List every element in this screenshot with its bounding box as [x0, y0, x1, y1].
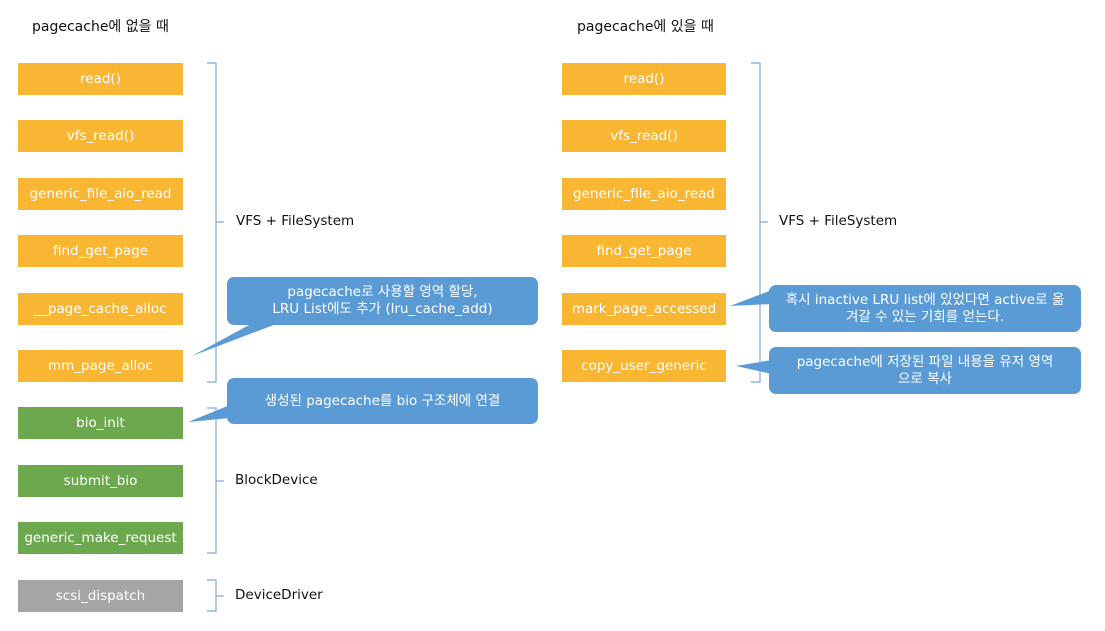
left-func-page-cache-alloc: __page_cache_alloc: [18, 293, 183, 325]
right-func-copy-user-generic: copy_user_generic: [562, 350, 726, 382]
bio-callout: 생성된 pagecache를 bio 구조체에 연결: [227, 378, 538, 424]
mark-callout: 혹시 inactive LRU list에 있었다면 active로 옮 겨갈 …: [769, 285, 1081, 332]
left-driver-bracket: [207, 579, 217, 612]
left-func-generic-make-request: generic_make_request: [18, 522, 183, 554]
left-layer-block-label: BlockDevice: [235, 472, 318, 488]
left-vfs-bracket: [207, 62, 217, 383]
left-layer-driver-label: DeviceDriver: [235, 587, 323, 603]
left-func-generic-file-aio-read: generic_file_aio_read: [18, 178, 183, 210]
left-func-vfs-read: vfs_read(): [18, 120, 183, 152]
right-func-vfs-read: vfs_read(): [562, 120, 726, 152]
mark-callout-line2: 겨갈 수 있는 기회를 얻는다.: [845, 308, 1005, 325]
left-func-scsi-dispatch: scsi_dispatch: [18, 580, 183, 612]
copy-callout: pagecache에 저장된 파일 내용을 유저 영역 으로 복사: [769, 347, 1081, 394]
copy-callout-line1: pagecache에 저장된 파일 내용을 유저 영역: [796, 353, 1054, 370]
right-func-mark-page-accessed: mark_page_accessed: [562, 293, 726, 325]
copy-callout-tail: [736, 360, 772, 374]
left-func-submit-bio: submit_bio: [18, 465, 183, 497]
right-layer-vfs-label: VFS + FileSystem: [779, 213, 898, 229]
alloc-callout: pagecache로 사용할 영역 할당, LRU List에도 추가 (lru…: [227, 277, 538, 325]
left-block-bracket: [207, 407, 217, 554]
left-func-mm-page-alloc: mm_page_alloc: [18, 350, 183, 382]
left-func-find-get-page: find_get_page: [18, 235, 183, 267]
left-title: pagecache에 없을 때: [32, 19, 169, 35]
right-title: pagecache에 있을 때: [577, 19, 714, 35]
alloc-callout-tail: [192, 318, 292, 356]
alloc-callout-line2: LRU List에도 추가 (lru_cache_add): [272, 301, 493, 317]
alloc-callout-line1: pagecache로 사용할 영역 할당,: [287, 284, 478, 300]
left-layer-vfs-label: VFS + FileSystem: [236, 213, 355, 229]
right-func-read: read(): [562, 63, 726, 95]
bio-callout-tail: [188, 405, 230, 422]
mark-callout-tail: [730, 290, 772, 306]
right-func-generic-file-aio-read: generic_file_aio_read: [562, 178, 726, 210]
right-func-find-get-page: find_get_page: [562, 235, 726, 267]
bio-callout-text: 생성된 pagecache를 bio 구조체에 연결: [264, 392, 501, 409]
copy-callout-line2: 으로 복사: [898, 370, 952, 387]
left-func-bio-init: bio_init: [18, 407, 183, 439]
right-vfs-bracket: [751, 62, 761, 383]
left-func-read: read(): [18, 63, 183, 95]
mark-callout-line1: 혹시 inactive LRU list에 있었다면 active로 옮: [785, 291, 1065, 308]
